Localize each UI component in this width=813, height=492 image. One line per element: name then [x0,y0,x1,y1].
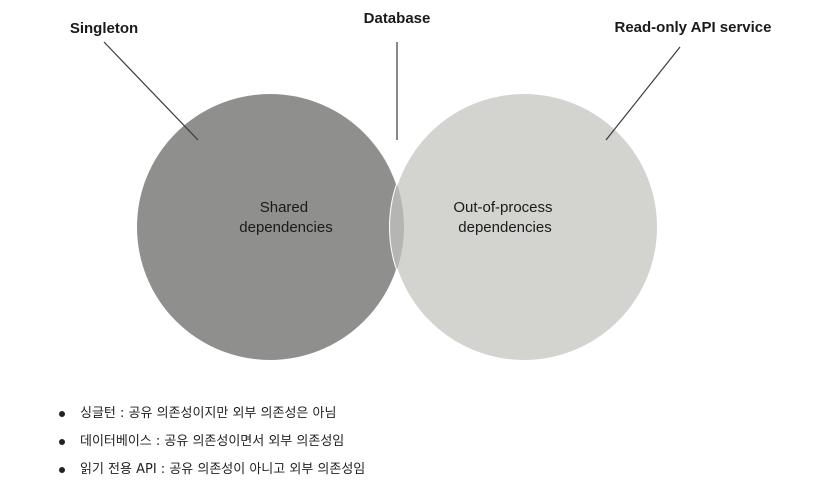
venn-diagram: Singleton Database Read-only API service… [70,10,772,362]
note-singleton: 싱글턴 : 공유 의존성이지만 외부 의존성은 아님 [56,400,365,428]
read-only-api-leader-line [605,46,681,141]
shared-label-line-1: Shared [260,199,308,216]
read-only-api-label: Read-only API service [614,19,771,36]
database-label: Database [364,10,431,27]
out-of-process-label-line-2: dependencies [458,219,551,236]
note-read-only-api: 읽기 전용 API : 공유 의존성이 아니고 외부 의존성임 [56,456,365,484]
shared-dependencies-label: Shared dependencies [239,199,332,236]
singleton-label: Singleton [70,20,138,37]
out-of-process-label-line-1: Out-of-process [453,199,552,216]
note-database: 데이터베이스 : 공유 의존성이면서 외부 의존성임 [56,428,365,456]
out-of-process-dependencies-label: Out-of-process dependencies [453,199,556,236]
dependency-notes-list: 싱글턴 : 공유 의존성이지만 외부 의존성은 아님 데이터베이스 : 공유 의… [56,400,365,484]
shared-label-line-2: dependencies [239,219,332,236]
singleton-leader-line [103,41,199,141]
